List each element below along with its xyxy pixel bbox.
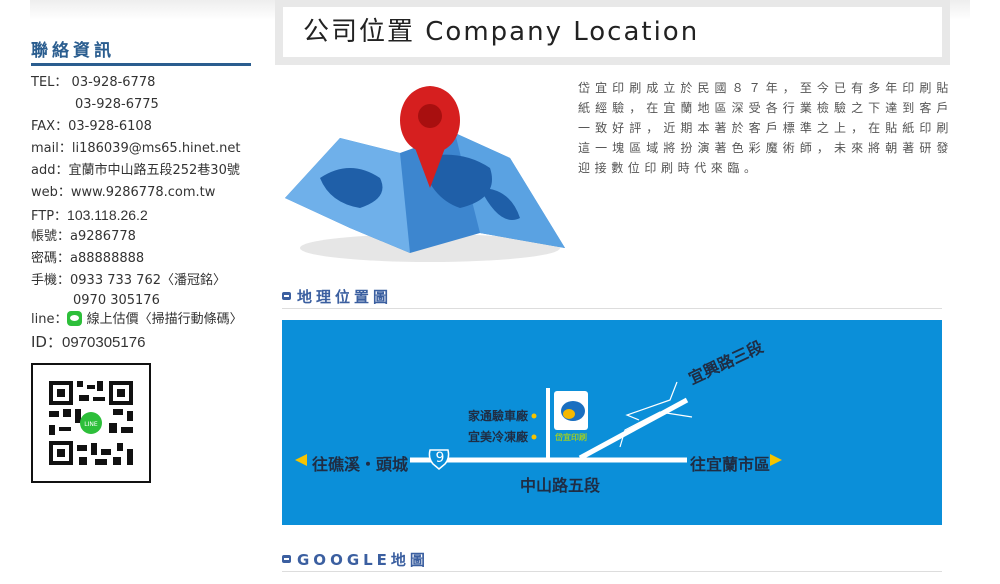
tel-2: 03-928-6775 (75, 97, 159, 112)
id-label: ID： (31, 333, 62, 351)
web-label: web： (31, 185, 71, 200)
line-label: line： (31, 312, 68, 327)
contact-heading: 聯絡資訊 (31, 36, 251, 66)
mail-link[interactable]: li186039@ms65.hinet.net (71, 141, 241, 156)
tel-row-2: 03-928-6775 (31, 94, 251, 116)
mobile-1: 0933 733 762〈潘冠銘〉 (70, 273, 226, 288)
password-label: 密碼： (31, 251, 71, 266)
mail-label: mail： (31, 141, 72, 156)
line-text[interactable]: 線上估價〈掃描行動條碼〉 (86, 312, 243, 327)
ftp-row: FTP：103.118.26.2 (31, 204, 251, 226)
location-map: 家通驗車廠 宜美冷凍廠 岱宜印刷 往礁溪・頭城 往宜蘭市區 9 中山路五段 宜興… (282, 320, 942, 525)
line-app-icon (67, 311, 83, 326)
mobile-row-2: 0970 305176 (31, 292, 251, 309)
route-number: 9 (435, 450, 445, 466)
landmark-1: 家通驗車廠 (468, 409, 529, 423)
account-row: 帳號：a9286778 (31, 226, 251, 248)
address-row: add：宜蘭市中山路五段252巷30號 (31, 160, 251, 182)
password-row: 密碼：a88888888 (31, 248, 251, 270)
section-title-google: GOOGLE地圖 (282, 549, 942, 572)
left-destination: 往礁溪・頭城 (312, 455, 409, 474)
password-value: a88888888 (70, 251, 145, 266)
ftp-value: 103.118.26.2 (67, 207, 148, 223)
tel-label: TEL： (31, 75, 68, 90)
route-shield-icon (428, 449, 450, 470)
landmark-2: 宜美冷凍廠 (468, 430, 529, 444)
mobile-label: 手機： (31, 273, 71, 288)
contact-panel: 聯絡資訊 TEL： 03-928-6778 03-928-6775 FAX：03… (31, 36, 251, 353)
tel-1: 03-928-6778 (71, 75, 156, 90)
ftp-label: FTP： (31, 209, 68, 224)
section-google-label: GOOGLE地圖 (297, 551, 429, 569)
mail-row: mail：li186039@ms65.hinet.net (31, 138, 251, 160)
tel-row: TEL： 03-928-6778 (31, 72, 251, 94)
road-map-graphic (295, 381, 782, 470)
id-value: 0970305176 (61, 334, 146, 351)
qr-code-icon: LINE (49, 381, 133, 465)
svg-text:LINE: LINE (84, 421, 98, 428)
web-row: web：www.9286778.com.tw (31, 182, 251, 204)
id-row: ID：0970305176 (31, 331, 251, 353)
main-road-label: 中山路五段 (520, 476, 601, 495)
mobile-2: 0970 305176 (73, 293, 160, 308)
section-map-label: 地理位置圖 (297, 288, 393, 306)
fax-value: 03-928-6108 (68, 119, 152, 134)
arrow-right-icon (770, 454, 782, 466)
map-pin-icon (285, 86, 565, 262)
qr-code: LINE (31, 363, 151, 483)
fax-label: FAX： (31, 119, 69, 134)
logo-text: 岱宜印刷 (555, 433, 587, 442)
company-intro: 岱宜印刷成立於民國８７年，至今已有多年印刷貼紙經驗，在宜蘭地區深受各行業檢驗之下… (578, 81, 953, 175)
address-value: 宜蘭市中山路五段252巷30號 (68, 163, 240, 178)
map-pin-illustration (280, 78, 570, 268)
right-destination: 往宜蘭市區 (690, 455, 771, 474)
account-label: 帳號： (31, 229, 71, 244)
account-value: a9286778 (70, 229, 136, 244)
arrow-left-icon (295, 454, 307, 466)
page-title: 公司位置 Company Location (283, 7, 942, 57)
bullet-icon (282, 292, 291, 300)
road-yixing (578, 397, 689, 461)
address-label: add： (31, 163, 69, 178)
web-link[interactable]: www.9286778.com.tw (70, 185, 216, 200)
bullet-icon (282, 555, 291, 563)
page-header: 公司位置 Company Location (275, 0, 950, 65)
section-title-map: 地理位置圖 (282, 286, 942, 309)
mobile-row: 手機：0933 733 762〈潘冠銘〉 (31, 270, 251, 292)
line-row: line： 線上估價〈掃描行動條碼〉 (31, 309, 251, 331)
fax-row: FAX：03-928-6108 (31, 116, 251, 138)
